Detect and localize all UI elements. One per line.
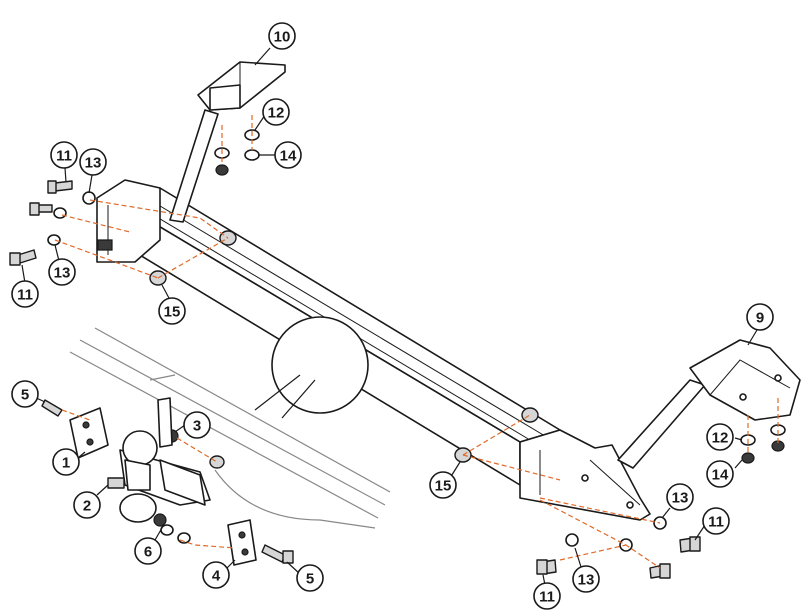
callout-1: 1 <box>52 448 80 476</box>
svg-text:4: 4 <box>212 568 221 585</box>
left-mounting-arm <box>169 61 286 223</box>
svg-text:11: 11 <box>708 514 724 531</box>
svg-text:11: 11 <box>17 287 33 304</box>
svg-text:15: 15 <box>435 478 452 495</box>
svg-text:6: 6 <box>144 544 152 561</box>
svg-text:14: 14 <box>712 467 729 484</box>
callout-3: 3 <box>183 411 211 439</box>
svg-text:13: 13 <box>85 155 102 172</box>
callout-6: 6 <box>134 537 162 565</box>
svg-text:12: 12 <box>268 105 285 122</box>
svg-text:10: 10 <box>274 29 291 46</box>
svg-text:11: 11 <box>56 148 72 165</box>
callout-13: 13 <box>666 483 694 511</box>
callout-5: 5 <box>11 380 39 408</box>
callout-15: 15 <box>158 297 186 325</box>
callout-10: 10 <box>268 22 296 50</box>
callout-9: 9 <box>746 303 774 331</box>
assembly-leader-lines <box>54 115 779 569</box>
mounting-plate-4 <box>227 519 257 566</box>
callout-11: 11 <box>533 582 561 610</box>
left-end-bracket <box>96 179 161 263</box>
callout-13: 13 <box>79 148 107 176</box>
svg-text:13: 13 <box>578 572 595 589</box>
callout-5: 5 <box>296 564 324 592</box>
vehicle-bumper-outline <box>69 327 391 529</box>
mounting-plate-1 <box>69 407 109 459</box>
callout-11: 11 <box>11 280 39 308</box>
callout-15: 15 <box>429 471 457 499</box>
callout-11: 11 <box>50 141 78 169</box>
svg-text:5: 5 <box>21 387 29 404</box>
callout-13: 13 <box>572 565 600 593</box>
svg-text:9: 9 <box>756 310 764 327</box>
fasteners <box>9 129 786 579</box>
callouts: 10 12 14 11 13 13 11 15 9 12 14 5 3 1 2 … <box>11 22 774 610</box>
svg-text:11: 11 <box>539 589 555 606</box>
callout-14: 14 <box>274 141 302 169</box>
callout-pointers <box>21 47 758 586</box>
svg-text:13: 13 <box>54 265 71 282</box>
towball-assembly <box>107 397 211 527</box>
right-end-bracket <box>519 429 651 521</box>
svg-text:12: 12 <box>712 430 729 447</box>
callout-4: 4 <box>202 561 230 589</box>
callout-14: 14 <box>706 460 734 488</box>
svg-text:15: 15 <box>164 304 181 321</box>
callout-11: 11 <box>702 507 730 535</box>
svg-text:2: 2 <box>83 498 91 515</box>
svg-text:1: 1 <box>62 455 70 472</box>
right-mounting-arm <box>617 339 801 469</box>
svg-text:14: 14 <box>280 148 297 165</box>
callout-12: 12 <box>262 98 290 126</box>
svg-text:3: 3 <box>193 418 201 435</box>
callout-2: 2 <box>73 491 101 519</box>
svg-text:13: 13 <box>672 490 689 507</box>
svg-text:5: 5 <box>306 571 314 588</box>
callout-12: 12 <box>706 423 734 451</box>
detail-magnifier <box>254 316 369 419</box>
callout-13: 13 <box>48 258 76 286</box>
